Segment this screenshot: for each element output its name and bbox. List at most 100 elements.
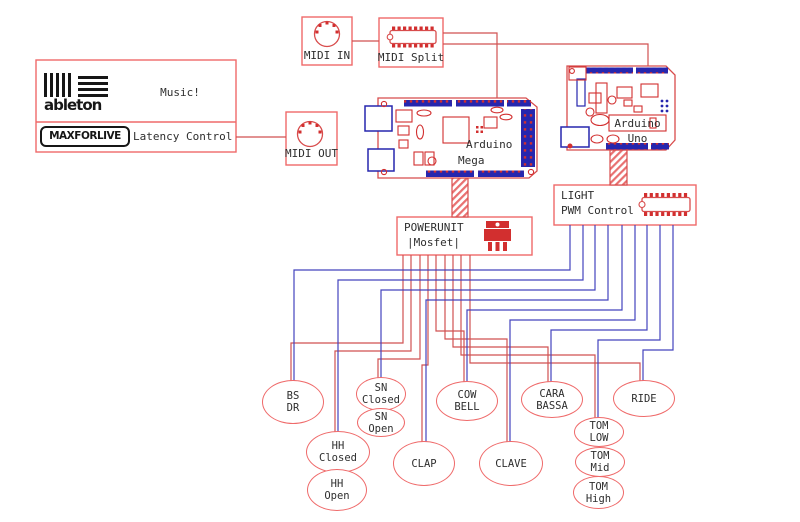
arduino-mega-label-2: Mega	[458, 154, 485, 167]
wire-light-pwm-hh-closed	[337, 225, 584, 432]
wire-light-pwm-ride	[642, 225, 674, 381]
wire-light-pwm-cara-bassa	[550, 225, 648, 382]
wire-light-pwm-clap	[425, 225, 609, 442]
uno-pin-header	[636, 67, 668, 74]
mega-pin-header	[478, 170, 524, 177]
mega-usb-port	[364, 105, 393, 132]
powerunit-label-2: |Mosfet|	[407, 236, 460, 249]
pad-label: RIDE	[631, 392, 657, 405]
pad-label: Open	[324, 490, 350, 502]
music-label: Music!	[160, 86, 200, 99]
pad-label: LOW	[589, 432, 609, 444]
ribbon-cable-uno-lightpwm	[609, 149, 628, 186]
mosfet-icon	[484, 221, 511, 251]
pad-label: Mid	[590, 462, 610, 474]
pad-label: SN	[374, 410, 388, 423]
ic-chip-icon	[638, 193, 691, 216]
ableton-logo-hbars	[78, 73, 108, 97]
uno-capacitor	[576, 78, 586, 107]
midi-in-label: MIDI IN	[303, 49, 351, 62]
wire-powerunit-clave	[444, 255, 508, 442]
mega-pin-header	[456, 100, 504, 107]
light-pwm-label-1: LIGHT	[561, 189, 595, 202]
pad-label: BS	[286, 390, 300, 402]
mega-pin-header	[507, 100, 531, 107]
mega-mcu-chip	[442, 116, 470, 144]
pad-label: TOM	[589, 420, 609, 432]
arduino-uno-label-2: Uno	[627, 132, 648, 145]
wire-powerunit-tom-low	[460, 255, 596, 418]
powerunit-label-1: POWERUNIT	[404, 221, 464, 234]
wire-light-pwm-clave	[509, 225, 636, 442]
pad-label: CLAP	[411, 457, 437, 470]
pad-label: Closed	[362, 394, 400, 406]
wire-powerunit-sn-closed	[377, 255, 421, 378]
uno-power-led	[567, 143, 573, 149]
ableton-logo-word: ableton	[44, 96, 102, 114]
pad-label: COW	[457, 389, 477, 401]
pad-clave: CLAVE	[479, 441, 543, 486]
arduino-mega-board	[364, 97, 538, 179]
wire-powerunit-cow-bell	[435, 255, 465, 382]
din-connector-icon	[296, 120, 324, 148]
latency-control-label: Latency Control	[133, 130, 233, 143]
light-pwm-label-2: PWM Control	[561, 204, 634, 217]
wire-light-pwm-sn-closed	[380, 225, 596, 378]
mega-power-jack	[367, 148, 395, 172]
wire-powerunit-hh-closed	[334, 255, 412, 432]
midi-split-label: MIDI Split	[377, 51, 445, 64]
maxforlive-logo: MAXFORLIVE	[40, 126, 130, 147]
arduino-uno-board	[560, 65, 676, 151]
midi-out-box	[285, 111, 338, 166]
midi-out-label: MIDI OUT	[285, 147, 338, 160]
uno-pin-header	[586, 67, 633, 74]
ic-chip-icon	[386, 26, 437, 48]
mega-pin-header	[404, 100, 452, 107]
ableton-logo: ableton	[44, 73, 116, 114]
uno-label-box	[608, 114, 667, 132]
mega-side-header	[521, 109, 535, 167]
mega-pin-header	[426, 170, 474, 177]
ribbon-cable-mega-powerunit	[451, 177, 469, 218]
wire-midi-split-arduino-mega	[443, 32, 498, 98]
wire-light-pwm-cow-bell	[466, 225, 623, 382]
pad-label: HH	[330, 478, 344, 490]
wire-midi-split-arduino-uno	[443, 43, 649, 66]
wire-powerunit-cara-bassa	[452, 255, 549, 382]
pad-clap: CLAP	[393, 441, 455, 486]
wire-powerunit-ride	[469, 255, 641, 381]
pad-label: Closed	[319, 452, 357, 464]
midi-in-box	[301, 16, 353, 66]
wire-powerunit-bs-dr	[290, 255, 404, 381]
din-connector-icon	[313, 20, 341, 48]
uno-pin-header	[606, 143, 648, 150]
pad-label: HH	[331, 440, 345, 452]
pad-label: CLAVE	[495, 457, 527, 470]
pad-label: DR	[286, 402, 300, 414]
uno-usb-port	[560, 126, 590, 148]
wire-powerunit-clap	[421, 255, 429, 442]
pad-ride: RIDE	[613, 380, 675, 417]
wire-layer	[236, 32, 674, 442]
uno-pin-header	[651, 143, 669, 150]
pad-label: BASSA	[536, 399, 568, 412]
pad-label: CARA	[539, 387, 565, 400]
arduino-uno-label-1: Arduino	[614, 117, 661, 130]
pad-label: TOM	[590, 450, 610, 462]
pad-label: SN	[374, 382, 388, 394]
arduino-mega-label-1: Arduino	[466, 138, 513, 151]
ableton-logo-vbars	[44, 73, 74, 97]
wire-light-pwm-tom-low	[597, 225, 661, 418]
